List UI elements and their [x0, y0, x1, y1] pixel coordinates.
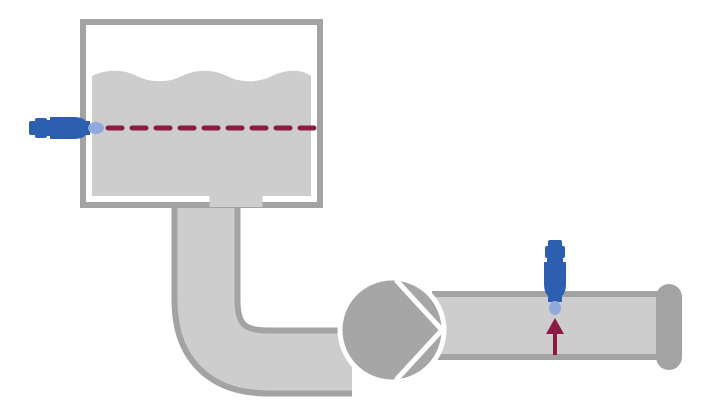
tank-outlet-opening — [209, 193, 263, 207]
outlet-pipe-liquid — [177, 200, 352, 391]
pump-icon — [337, 275, 447, 385]
arrow-up-icon — [546, 318, 564, 355]
pipe-end-cap — [656, 284, 682, 370]
pressure-sensor-icon — [544, 240, 566, 315]
level-sensor-icon — [29, 117, 104, 139]
tank-liquid — [92, 70, 311, 196]
horizontal-pipe-liquid — [428, 297, 663, 354]
